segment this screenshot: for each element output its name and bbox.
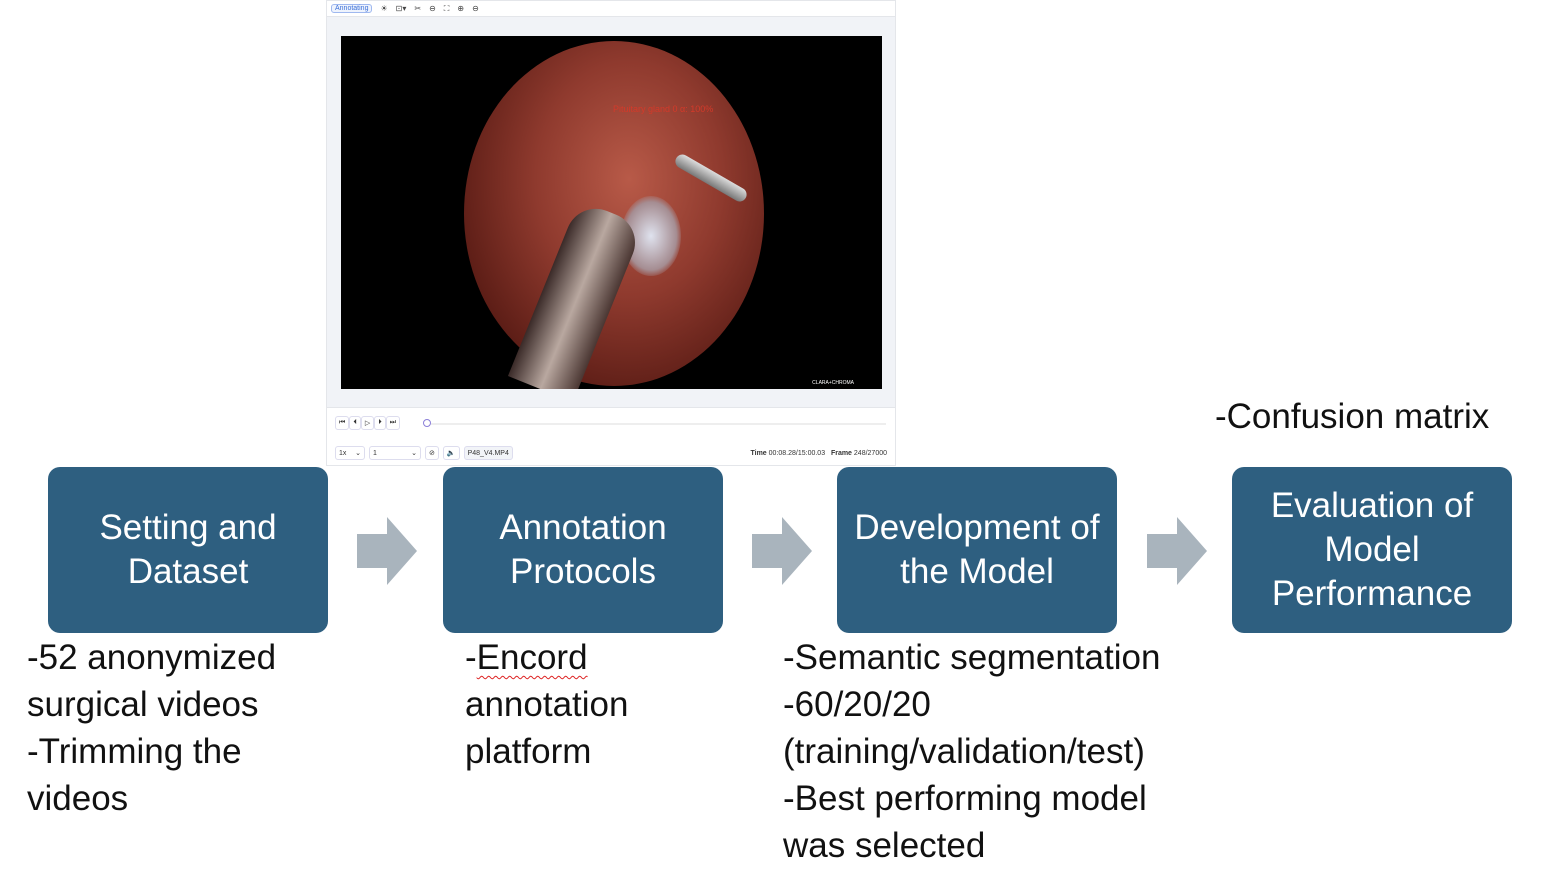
sun-icon[interactable]: ☀ (380, 4, 388, 13)
time-label: Time (750, 450, 767, 457)
notes-annotation: -Encord annotation platform (465, 634, 628, 775)
arrow-icon (752, 517, 812, 585)
playback-controls: ⏮ ⏴ ▷ ⏵ ⏭ 1x⌄ 1⌄ ⊘ 🔈 P48_V4.MP4 Time 00:… (327, 407, 895, 465)
notes-prefix: - (465, 638, 477, 677)
next-frame-icon[interactable]: ⏵ (374, 416, 386, 430)
step-box-evaluation: Evaluation of Model Performance (1232, 467, 1512, 633)
volume-icon[interactable]: 🔈 (442, 446, 460, 460)
ellipse-icon[interactable]: ⊖ (429, 4, 436, 13)
arrow-icon (1147, 517, 1207, 585)
notes-encord: Encord (476, 638, 588, 677)
zoom-out-icon[interactable]: ⊖ (472, 4, 479, 13)
compass-icon[interactable]: ⊘ (425, 446, 439, 460)
frame-value: 248/27000 (853, 450, 887, 457)
toolbar: Annotating ☀ ⊡▾ ✂ ⊖ ⛶ ⊕ ⊖ (327, 1, 895, 17)
play-icon[interactable]: ▷ (360, 416, 375, 430)
time-frame-readout: Time 00:08.28/15:00.03 Frame 248/27000 (750, 450, 887, 457)
transport-buttons: ⏮ ⏴ ▷ ⏵ ⏭ (335, 416, 401, 430)
video-frame[interactable]: Pituitary gland 0 α: 100% CLARA+CHROMA (341, 36, 882, 389)
last-frame-icon[interactable]: ⏭ (385, 416, 401, 430)
timeline-slider[interactable] (431, 423, 886, 425)
step-box-model-development: Development of the Model (837, 467, 1117, 633)
step-box-annotation-protocols: Annotation Protocols (443, 467, 723, 633)
annotation-tool-screenshot: Annotating ☀ ⊡▾ ✂ ⊖ ⛶ ⊕ ⊖ Pituitary glan… (326, 0, 896, 466)
notes-rest: annotation platform (465, 685, 629, 771)
notes-evaluation: -Confusion matrix (1215, 397, 1490, 436)
speed-select[interactable]: 1x⌄ (335, 446, 365, 460)
speed-value: 1x (339, 449, 347, 457)
prev-frame-icon[interactable]: ⏴ (349, 416, 361, 430)
step-box-setting-dataset: Setting and Dataset (48, 467, 328, 633)
step-select[interactable]: 1⌄ (369, 446, 421, 460)
cut-icon[interactable]: ✂ (414, 4, 422, 13)
file-chip[interactable]: P48_V4.MP4 (463, 446, 513, 460)
frame-label: Frame (830, 450, 852, 457)
step-value: 1 (373, 449, 377, 457)
first-frame-icon[interactable]: ⏮ (335, 416, 350, 430)
notes-setting-dataset: -52 anonymized surgical videos -Trimming… (27, 638, 277, 818)
time-value: 00:08.28/15:00.03 (768, 450, 826, 457)
shape-icon[interactable]: ⊡▾ (395, 4, 407, 13)
notes-model-development: -Semantic segmentation -60/20/20 (traini… (783, 638, 1161, 865)
timeline-handle[interactable] (423, 419, 431, 427)
segmentation-label: Pituitary gland 0 α: 100% (613, 104, 714, 114)
mode-badge[interactable]: Annotating (331, 4, 373, 13)
arrow-icon (357, 517, 417, 585)
zoom-in-icon[interactable]: ⊕ (457, 4, 465, 13)
watermark: CLARA+CHROMA (812, 380, 854, 386)
fullscreen-icon[interactable]: ⛶ (443, 3, 450, 13)
